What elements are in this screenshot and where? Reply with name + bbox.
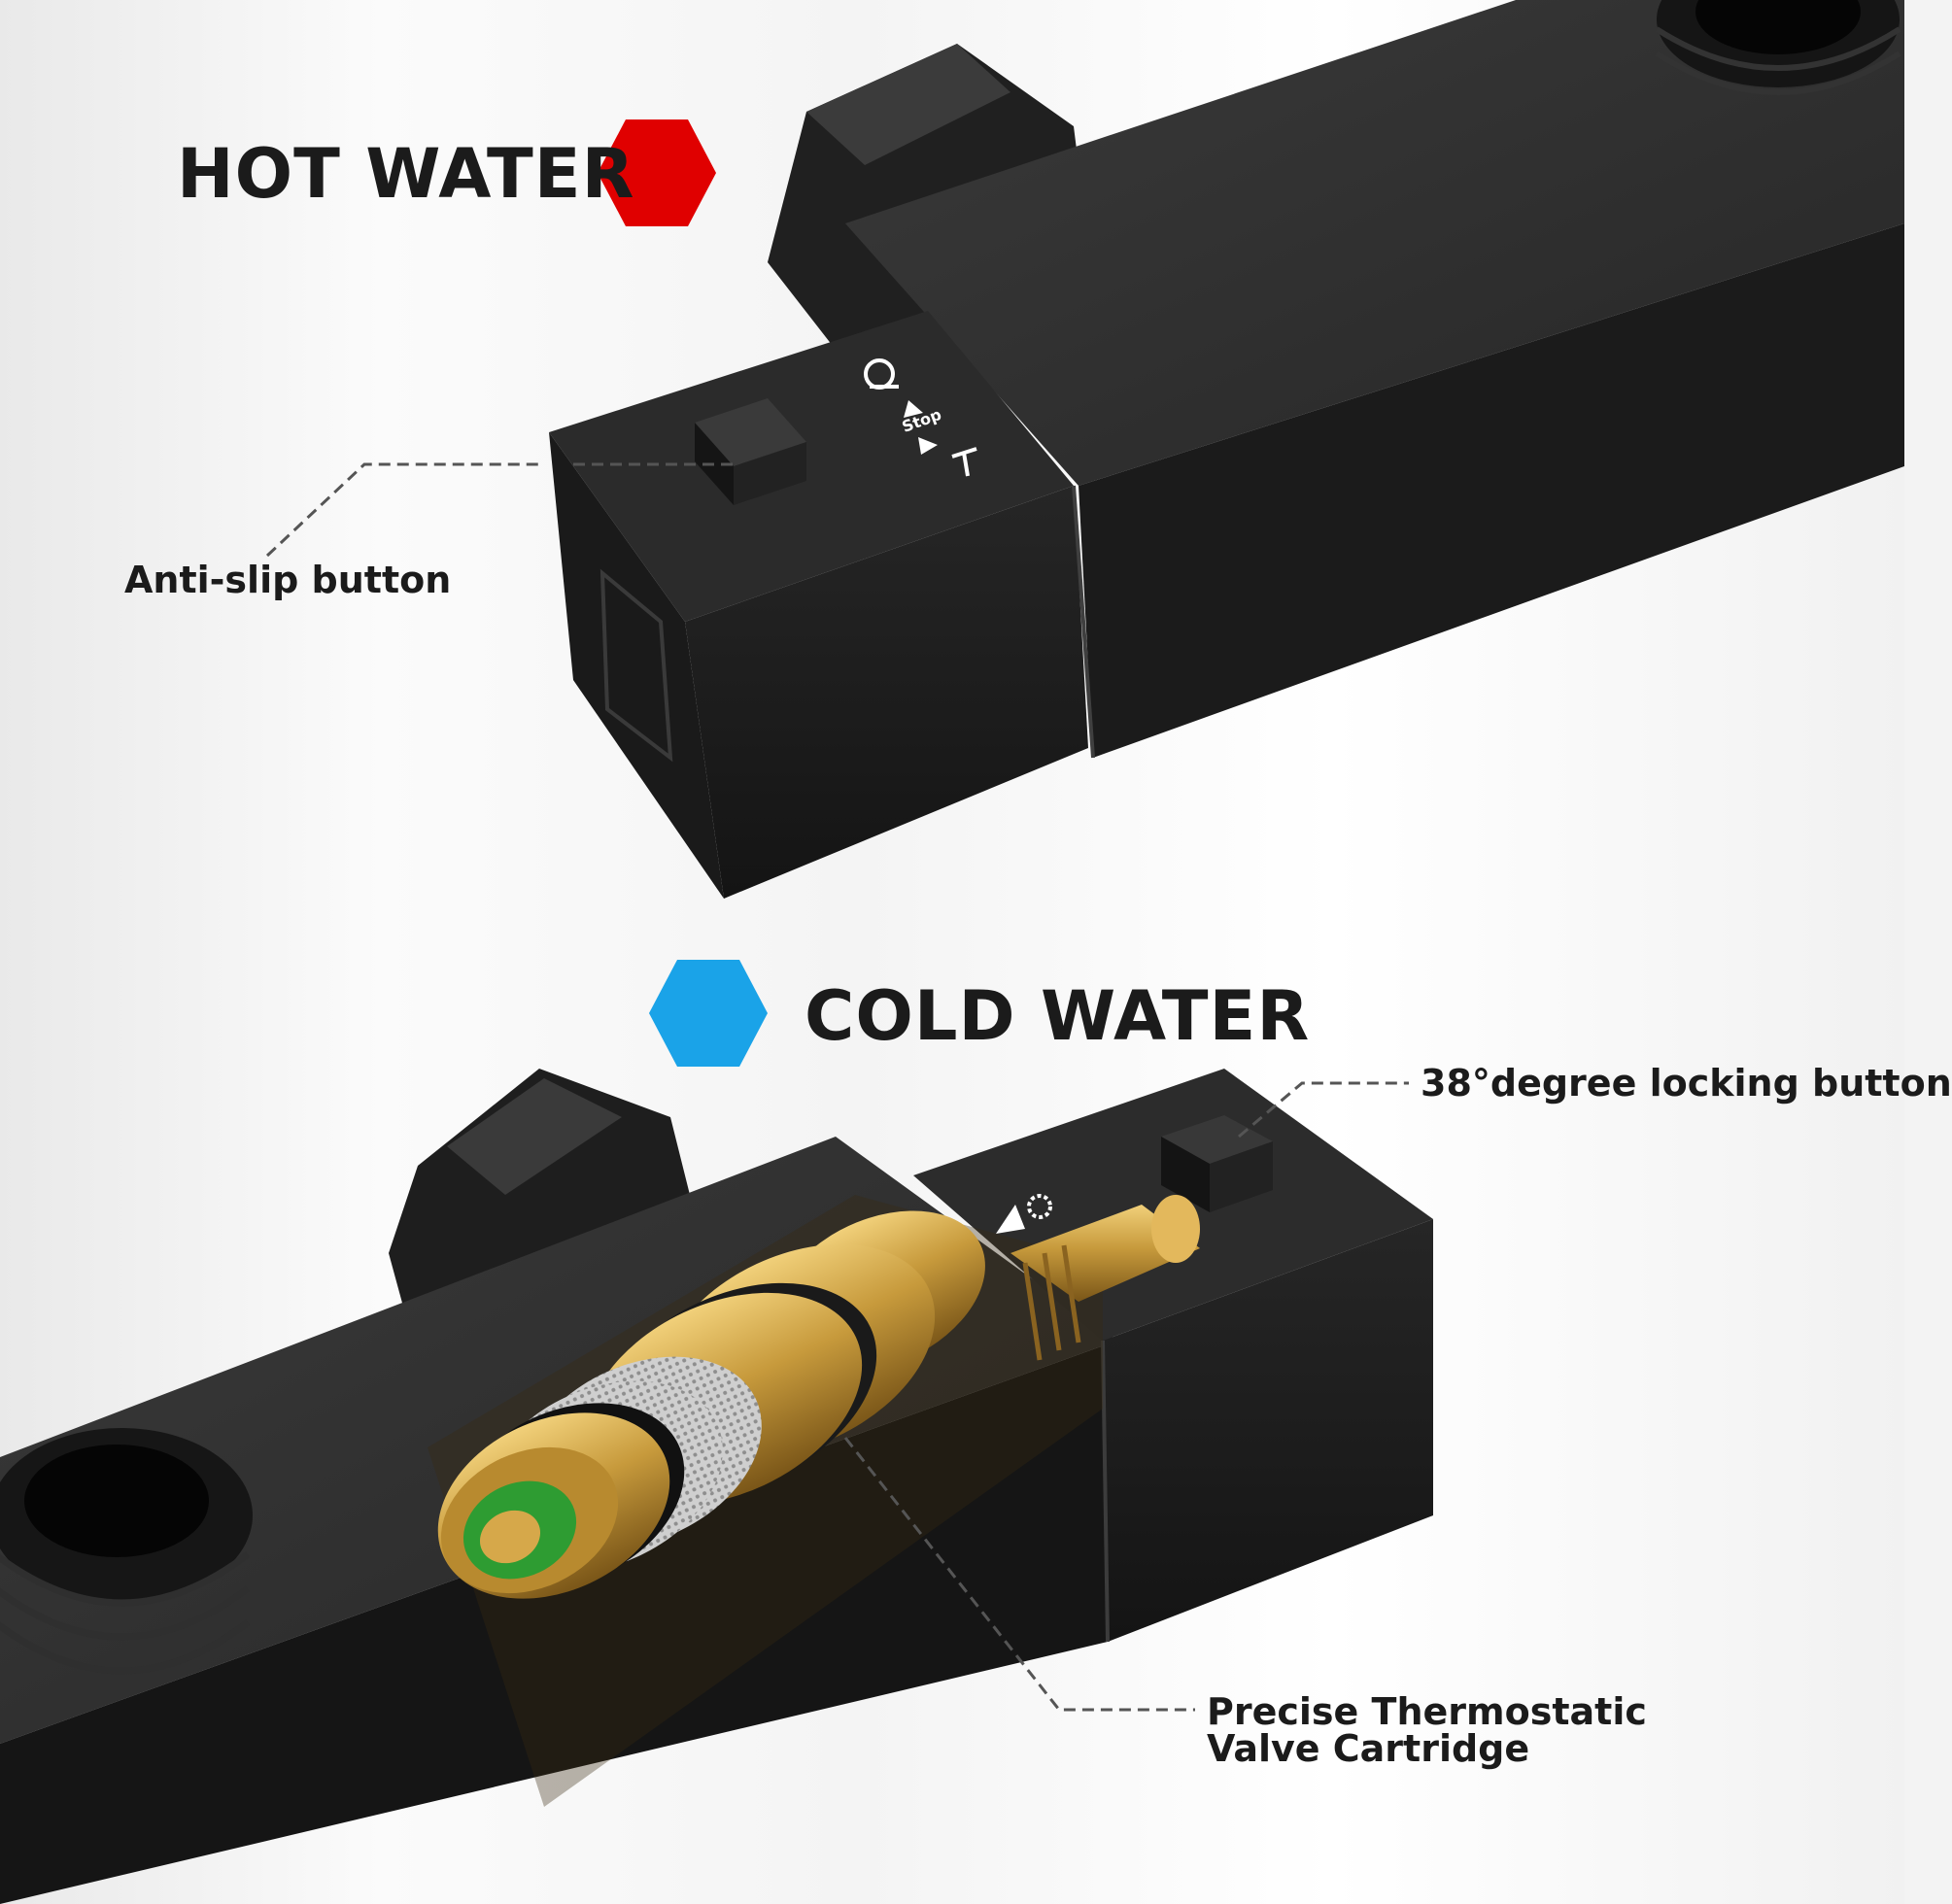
cartridge-label-line2: Valve Cartridge <box>1207 1727 1530 1770</box>
thermostatic-cartridge <box>428 1194 1200 1807</box>
bottom-inlet-connector <box>0 1428 253 1675</box>
locking-button-label: 38°degree locking button <box>1421 1062 1952 1105</box>
red-hexagon-icon <box>598 119 716 226</box>
faucet-illustration: Stop <box>0 0 1904 1904</box>
top-outlet-connector <box>1655 0 1901 95</box>
anti-slip-button-label: Anti-slip button <box>124 559 452 601</box>
cartridge-label-line1: Precise Thermostatic <box>1207 1690 1647 1733</box>
locking-callout-line <box>1238 1081 1409 1139</box>
locking-button <box>1161 1115 1273 1212</box>
anti-slip-callout-line <box>265 462 734 558</box>
hand-shower-icon <box>864 358 899 390</box>
shower-head-icon <box>951 447 977 477</box>
hot-side-valve-body <box>549 0 1904 899</box>
blue-hexagon-icon <box>649 960 768 1067</box>
hot-water-label: HOT WATER <box>177 134 635 214</box>
cold-water-label: COLD WATER <box>805 976 1311 1056</box>
cartridge-callout-line <box>843 1437 1195 1712</box>
anti-slip-button <box>695 398 806 505</box>
